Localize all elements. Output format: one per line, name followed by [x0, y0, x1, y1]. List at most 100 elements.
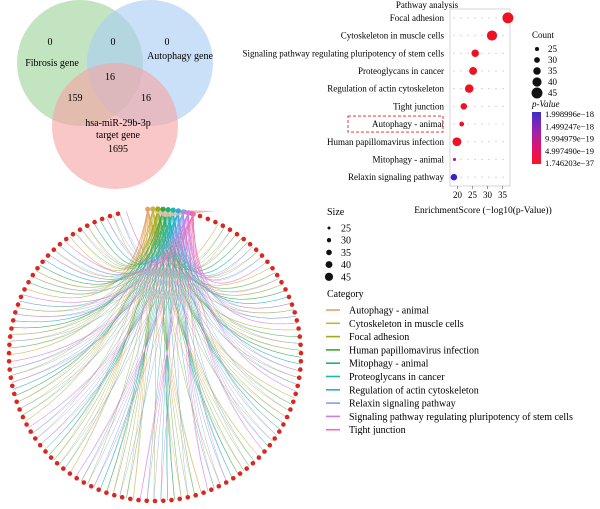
pathway-node: [160, 206, 166, 212]
data-point: [460, 103, 468, 110]
gene-node: [231, 476, 236, 481]
network-link: [58, 210, 174, 275]
network-link: [188, 212, 269, 447]
grid-dot: [481, 88, 483, 90]
gene-node: [70, 231, 76, 237]
venn-label-target-2: target gene: [96, 130, 141, 141]
grid-dot: [467, 52, 469, 54]
grid-dot: [474, 176, 476, 178]
x-axis-label: EnrichmentScore (−log10(p-Value)): [414, 205, 552, 216]
gene-node: [152, 498, 158, 504]
size-legend-dot: [326, 249, 332, 256]
pvalue-legend-label: 9.994979e−19: [545, 134, 594, 144]
gene-node: [292, 310, 298, 315]
data-point: [486, 30, 498, 41]
grid-dot: [495, 176, 497, 178]
gene-node: [294, 318, 300, 323]
venn-count-autophagy-only: 0: [165, 37, 170, 48]
gene-node: [10, 318, 16, 323]
pathway-bubble-chart: Pathway analysis Focal adhesionCytoskele…: [243, 0, 594, 216]
grid-dot: [474, 158, 476, 161]
gene-node: [262, 449, 267, 454]
gene-node: [30, 272, 36, 278]
network-link: [106, 214, 194, 265]
grid-dot: [460, 52, 462, 54]
gene-node: [272, 436, 278, 441]
category-legend-label: Proteoglycans in cancer: [349, 372, 445, 383]
gene-node: [14, 399, 19, 405]
size-legend-dot: [325, 261, 333, 269]
category-legend-label: Autophagy - animal: [349, 306, 429, 317]
network-link: [31, 212, 189, 434]
network-link: [31, 211, 184, 292]
count-legend-dot: [532, 77, 542, 87]
network-link: [64, 214, 194, 274]
grid-dot: [453, 88, 455, 90]
category-label: Signaling pathway regulating pluripotenc…: [243, 48, 445, 58]
grid-dot: [495, 141, 497, 143]
category-label: Human papillomavirus infection: [327, 137, 444, 147]
gene-node: [293, 391, 299, 397]
pathway-node: [150, 206, 156, 212]
gene-node: [295, 383, 301, 389]
gene-node: [28, 429, 33, 434]
count-legend-dot: [531, 87, 543, 99]
grid-dot: [488, 158, 490, 161]
count-legend-dot: [534, 57, 540, 63]
category-label: Proteoglycans in cancer: [358, 66, 444, 76]
network-link: [178, 210, 277, 436]
gene-node: [169, 497, 174, 503]
venn-count-all-three: 16: [105, 72, 115, 83]
size-legend-dot: [324, 272, 334, 281]
gene-node: [286, 294, 292, 300]
data-point: [464, 84, 474, 93]
network-link: [188, 212, 265, 453]
gene-node: [205, 216, 211, 222]
gene-node: [17, 407, 22, 412]
network-link: [53, 209, 164, 461]
grid-dot: [481, 141, 483, 143]
grid-dot: [474, 34, 476, 37]
network-link: [9, 212, 189, 363]
pathway-node: [145, 206, 151, 212]
gene-node: [128, 496, 133, 502]
network-link: [146, 212, 189, 501]
gene-node: [81, 480, 87, 485]
gene-node: [7, 342, 12, 348]
grid-dot: [460, 176, 462, 178]
gene-node: [136, 497, 141, 503]
data-point: [502, 12, 514, 24]
data-point: [450, 173, 458, 181]
gene-node: [33, 436, 38, 441]
gene-node: [67, 471, 73, 476]
network-link: [192, 214, 301, 372]
pathway-node: [165, 207, 171, 213]
grid-dot: [460, 158, 462, 161]
gene-node: [88, 484, 94, 489]
data-point: [452, 157, 457, 161]
grid-dot: [467, 176, 469, 178]
grid-dot: [488, 176, 490, 178]
pathway-node: [190, 211, 196, 217]
gene-node: [274, 272, 280, 278]
gene-node: [247, 241, 253, 247]
network-link: [192, 214, 277, 436]
network-link: [19, 210, 174, 307]
pvalue-colorbar: [532, 112, 541, 164]
network-link: [28, 214, 194, 428]
gene-node: [213, 219, 218, 225]
chart-title: Pathway analysis: [396, 0, 459, 10]
network-link: [48, 210, 179, 280]
count-legend-label: 35: [548, 66, 558, 76]
gene-node: [223, 480, 229, 485]
x-tick-label: 30: [483, 190, 493, 200]
grid-dot: [467, 34, 469, 37]
venn-label-target-1: hsa-miR-29b-3p: [85, 118, 151, 129]
gene-node: [241, 236, 246, 242]
gene-node: [6, 359, 12, 364]
grid-dot: [481, 176, 483, 178]
count-legend-label: 40: [548, 77, 558, 87]
gene-node: [216, 484, 222, 489]
network-link: [112, 209, 148, 495]
grid-dot: [481, 17, 483, 19]
